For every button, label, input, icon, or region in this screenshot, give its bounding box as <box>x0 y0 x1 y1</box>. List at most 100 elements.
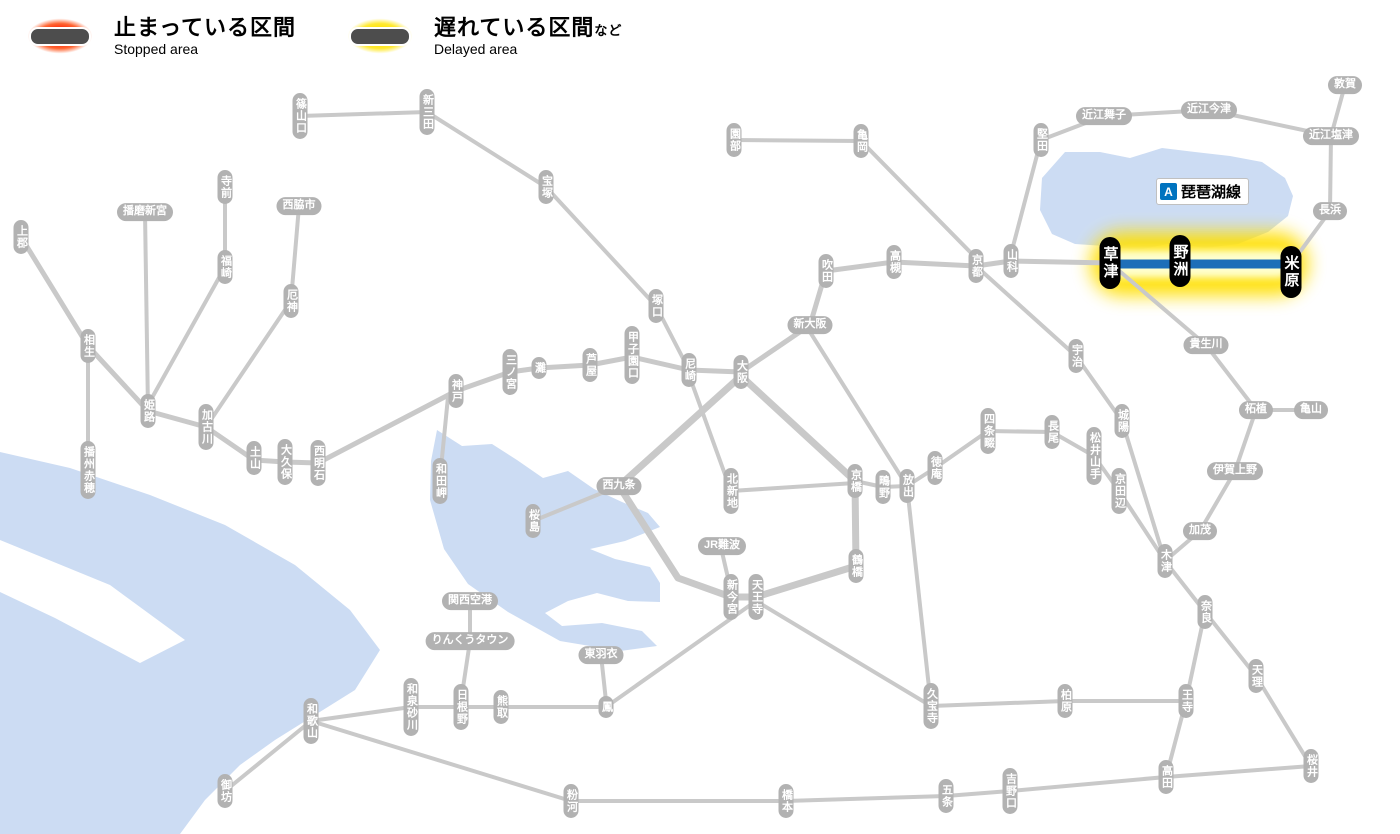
station-pill: 北新地 <box>723 468 739 514</box>
biwako-line-badge[interactable]: A 琵琶湖線 <box>1156 178 1250 205</box>
station-pill: 西脇市 <box>276 197 322 215</box>
station-pill: りんくうタウン <box>425 632 515 650</box>
station-pill: 加古川 <box>198 404 214 450</box>
station-pill: 亀山 <box>1294 401 1328 419</box>
station-pill: 播州赤穂 <box>80 441 96 499</box>
station-pill: 四条畷 <box>980 408 996 454</box>
station-pill: 長尾 <box>1044 415 1060 449</box>
station-pill: 鳳 <box>598 696 614 718</box>
station-pill: 日根野 <box>453 684 469 730</box>
station-pill: 土山 <box>246 441 262 475</box>
station-pill: 厄神 <box>283 284 299 318</box>
legend: 止まっている区間 Stopped area 遅れている区間など Delayed … <box>16 12 622 60</box>
station-pill: 相生 <box>80 329 96 363</box>
station-pill: 京田辺 <box>1111 468 1127 514</box>
station-pill: JR難波 <box>697 537 747 555</box>
station-pill: 天王寺 <box>748 574 764 620</box>
station-pill: 京橋 <box>847 464 863 498</box>
station-pill: 近江今津 <box>1181 101 1237 119</box>
station-pill: 徳庵 <box>927 451 943 485</box>
station-pill: 長浜 <box>1313 202 1347 220</box>
station-pill: 柘植 <box>1239 401 1273 419</box>
legend-stopped-label-jp: 止まっている区間 <box>114 15 297 41</box>
station-pill: 桜井 <box>1303 749 1319 783</box>
legend-stopped-label-en: Stopped area <box>114 40 199 57</box>
station-pill: 芦屋 <box>582 348 598 382</box>
rail-line-kishin <box>143 210 150 413</box>
station-pill: 新今宮 <box>723 574 739 620</box>
station-pill: 木津 <box>1157 544 1173 578</box>
station-pill: 鴫野 <box>875 470 891 504</box>
station-pill: 吉野口 <box>1002 768 1018 814</box>
legend-delayed-label-en: Delayed area <box>434 40 518 57</box>
delayed-area-icon <box>336 12 425 60</box>
rail-line-sakurai-line <box>1164 610 1313 779</box>
station-pill: 甲子園口 <box>624 326 640 384</box>
rail-line-yamatoji <box>754 599 1207 708</box>
station-pill: 堅田 <box>1033 123 1049 157</box>
station-pill: 熊取 <box>493 690 509 724</box>
legend-delayed-label-jp: 遅れている区間など <box>434 15 623 41</box>
station-pill: 天理 <box>1248 659 1264 693</box>
station-pill: 大阪 <box>733 355 749 389</box>
station-pill-highlighted[interactable]: 野洲 <box>1169 235 1191 287</box>
station-pill: 松井山手 <box>1086 427 1102 485</box>
legend-delayed: 遅れている区間など Delayed area <box>336 12 622 60</box>
legend-delayed-label-suffix: など <box>594 23 623 39</box>
station-pill-highlighted[interactable]: 米原 <box>1280 246 1302 298</box>
station-pill: 灘 <box>531 357 547 379</box>
station-pill: 寺前 <box>217 170 233 204</box>
station-pill-highlighted[interactable]: 草津 <box>1099 237 1121 289</box>
station-pill: 播磨新宮 <box>117 203 173 221</box>
station-pill: 奈良 <box>1197 595 1213 629</box>
station-pill: 伊賀上野 <box>1207 462 1263 480</box>
station-pill: 福崎 <box>217 250 233 284</box>
station-pill: 高田 <box>1158 760 1174 794</box>
harbor-water <box>430 430 660 651</box>
station-pill: 和歌山 <box>303 698 319 744</box>
station-pill: 五条 <box>938 779 954 813</box>
station-pill: 関西空港 <box>442 592 498 610</box>
station-pill: 園部 <box>726 123 742 157</box>
station-pill: 城陽 <box>1114 404 1130 438</box>
station-pill: 神戸 <box>448 374 464 408</box>
stopped-line-sample-bar <box>29 26 91 46</box>
station-pill: 吹田 <box>818 254 834 288</box>
rail-line-hanwa <box>309 599 758 723</box>
station-pill: 柏原 <box>1057 684 1073 718</box>
rail-line-nara-line <box>974 264 1167 563</box>
station-pill: 上郡 <box>13 220 29 254</box>
station-pill: 東羽衣 <box>578 646 624 664</box>
biwako-line-name: 琵琶湖線 <box>1181 184 1242 201</box>
station-pill: 鶴橋 <box>848 549 864 583</box>
rail-line-hokuriku <box>1289 83 1347 266</box>
station-pill: 尼崎 <box>681 353 697 387</box>
station-pill: 貴生川 <box>1183 336 1229 354</box>
rail-line-kakogawa <box>204 204 301 429</box>
station-pill: 橋本 <box>778 784 794 818</box>
rail-line-osaka-higashi <box>808 330 933 708</box>
delayed-line-sample-bar <box>349 26 412 46</box>
station-pill: 久宝寺 <box>923 683 939 729</box>
line-symbol-a-icon: A <box>1160 183 1177 200</box>
rail-line-sagano <box>732 138 978 260</box>
station-pill: 敦賀 <box>1328 76 1362 94</box>
station-pill: 近江舞子 <box>1076 107 1132 125</box>
station-pill: 新三田 <box>419 89 435 135</box>
rail-line-wakayama-line <box>309 699 1188 803</box>
rail-line-kisei <box>223 719 313 793</box>
station-pill: 高槻 <box>886 245 902 279</box>
rail-line-kansai-tsuge-kizu <box>1163 408 1258 563</box>
station-pill: 京都 <box>968 249 984 283</box>
rail-line-tozai-line <box>687 373 857 493</box>
station-pill: 塚口 <box>648 289 664 323</box>
station-pill: 加茂 <box>1183 522 1217 540</box>
legend-stopped: 止まっている区間 Stopped area <box>16 12 296 60</box>
awaji-island-land <box>0 540 185 663</box>
station-pill: 放出 <box>899 469 915 503</box>
station-pill: 御坊 <box>217 774 233 808</box>
station-pill: 和田岬 <box>432 458 448 504</box>
station-pill: 宝塚 <box>538 170 554 204</box>
